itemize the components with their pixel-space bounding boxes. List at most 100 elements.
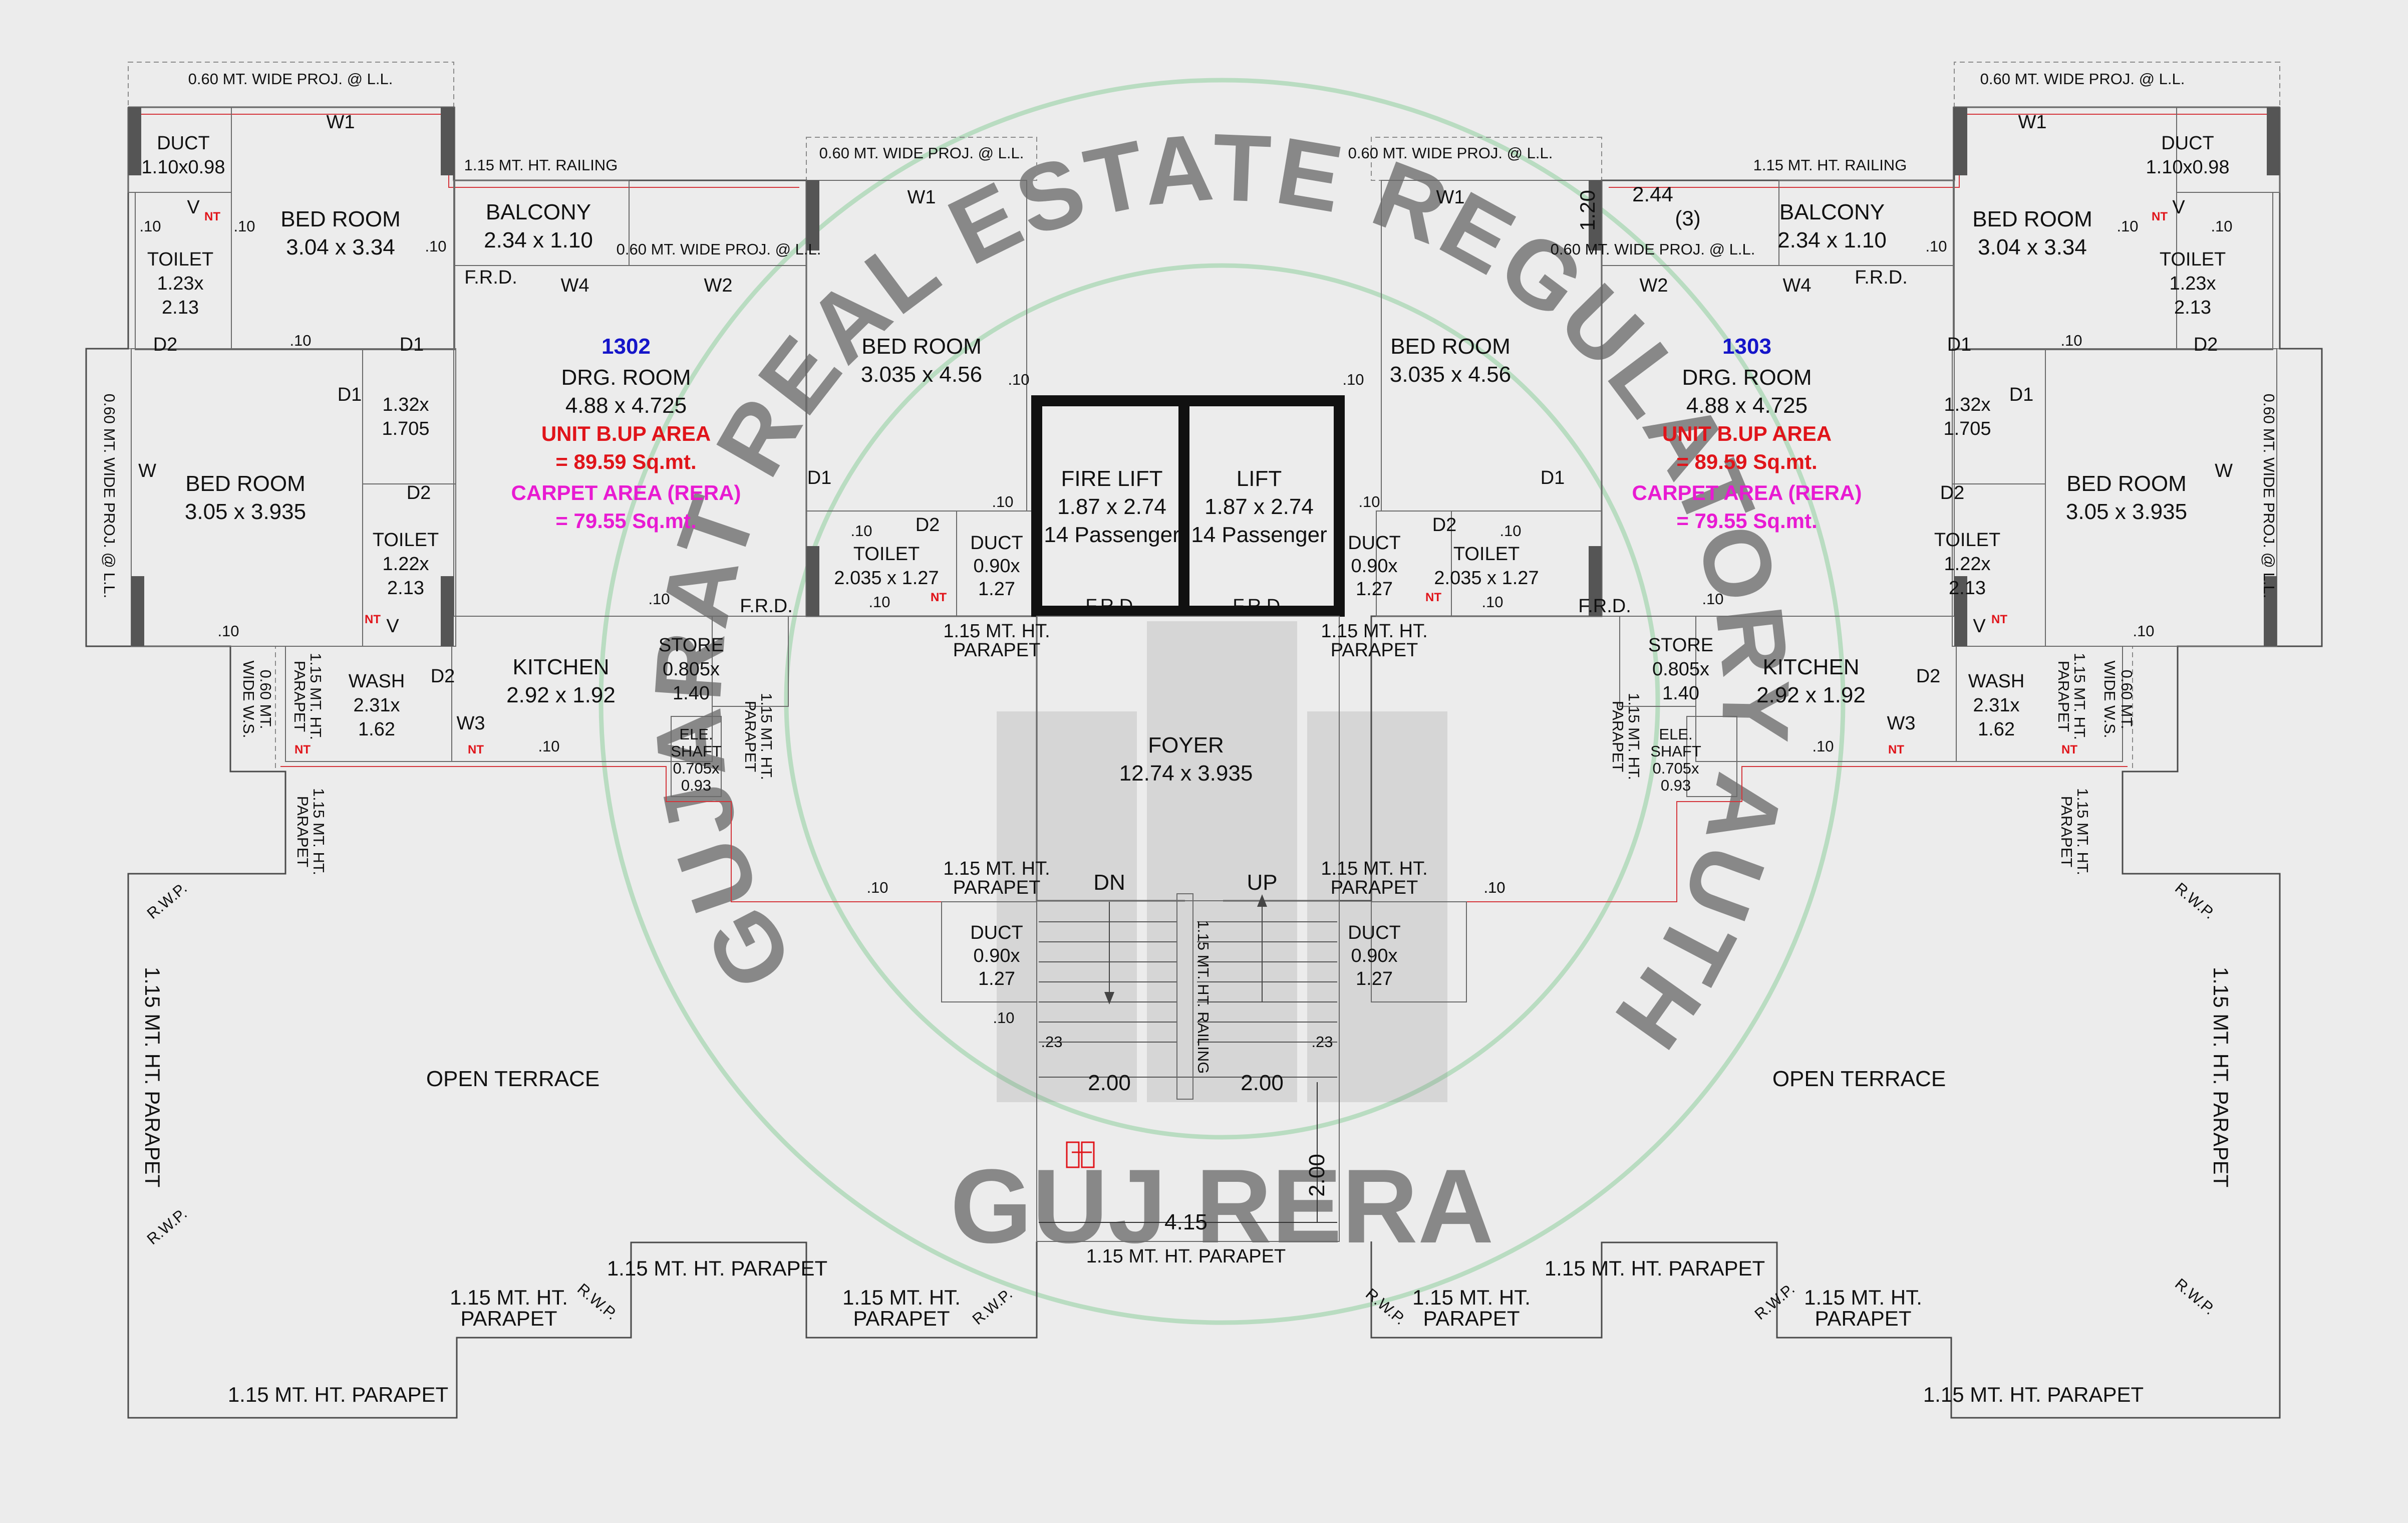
left-wash-size2: 1.62 xyxy=(358,719,395,740)
left-d1-c: D1 xyxy=(807,467,832,488)
right-w1: W1 xyxy=(2018,112,2047,133)
left-bed2-name: BED ROOM xyxy=(185,471,306,496)
right-open-terrace: OPEN TERRACE xyxy=(1772,1067,1946,1091)
core-parapet-ll-b: PARAPET xyxy=(953,877,1041,898)
left-t10-1: .10 xyxy=(139,217,161,235)
right-carpet-area-value: = 79.55 Sq.mt. xyxy=(1676,509,1817,533)
right-t10-4: .10 xyxy=(2060,332,2082,349)
right-proj-top: 0.60 MT. WIDE PROJ. @ L.L. xyxy=(1980,70,2185,88)
right-t10-3: .10 xyxy=(1925,237,1947,255)
left-ws-a: 0.60 MT. xyxy=(257,670,274,729)
left-toilet1-name: TOILET xyxy=(147,249,213,270)
left-passage-size2: 1.705 xyxy=(382,418,429,439)
right-w1-bed3: W1 xyxy=(1436,187,1465,208)
right-balcony-name: BALCONY xyxy=(1779,200,1885,224)
ele-size-r2: 0.93 xyxy=(1661,777,1691,794)
left-store-size2: 1.40 xyxy=(673,683,710,704)
right-proj-side: 0.60 MT. WIDE PROJ. @ L.L. xyxy=(2260,394,2278,599)
dim-200-left: 2.00 xyxy=(1088,1071,1131,1095)
core-parapet-lr-a: 1.15 MT. HT. xyxy=(1321,858,1427,879)
left-nt-2: NT xyxy=(365,613,381,626)
dim-200-vertical: 2.00 xyxy=(1305,1154,1329,1197)
left-t10-4: .10 xyxy=(289,332,311,349)
left-t10-5: .10 xyxy=(217,622,239,640)
left-w: W xyxy=(138,460,156,481)
right-bup-area-label: UNIT B.UP AREA xyxy=(1662,422,1832,445)
right-drg-room-size: 4.88 x 4.725 xyxy=(1686,393,1808,418)
left-duct2-name: DUCT xyxy=(970,533,1023,554)
right-t10-7: .10 xyxy=(1812,737,1834,755)
foyer-name: FOYER xyxy=(1148,733,1224,757)
left-kitchen-name: KITCHEN xyxy=(512,655,609,679)
right-parapet-mid: 1.15 MT. HT. PARAPET xyxy=(1545,1256,1765,1280)
ele-shaft-r2: SHAFT xyxy=(1650,742,1701,760)
left-t10-9: .10 xyxy=(850,522,872,540)
ele-size-2: 0.93 xyxy=(681,777,711,794)
right-parapet-step-a: 1.15 MT. HT. xyxy=(1804,1286,1922,1309)
right-duct2-size1: 0.90x xyxy=(1351,556,1398,577)
right-v-1: V xyxy=(2172,197,2185,218)
right-toilet2-size1: 1.22x xyxy=(1944,554,1991,575)
right-parapet-near-b: PARAPET xyxy=(1423,1307,1520,1330)
right-proj-balcony: 0.60 MT. WIDE PROJ. @ L.L. xyxy=(1551,240,1755,258)
right-w3: W3 xyxy=(1887,713,1916,734)
right-store-name: STORE xyxy=(1648,635,1713,656)
left-bed1-name: BED ROOM xyxy=(280,207,401,231)
core-parapet-ul-b: PARAPET xyxy=(953,640,1041,661)
right-nt-5: NT xyxy=(1425,591,1441,604)
right-wash-size2: 1.62 xyxy=(1978,719,2015,740)
right-kitchen-name: KITCHEN xyxy=(1762,655,1859,679)
right-nt-1: NT xyxy=(2152,210,2168,223)
dim-200-right: 2.00 xyxy=(1241,1071,1284,1095)
left-t10-10: .10 xyxy=(868,593,890,611)
left-t10-3: .10 xyxy=(425,237,446,255)
left-bed1-size: 3.04 x 3.34 xyxy=(286,235,395,260)
right-bed1-size: 3.04 x 3.34 xyxy=(1978,235,2087,260)
stair-railing-label: 1.15 MT. HT. RAILING xyxy=(1194,920,1212,1074)
left-parapet-store-a: 1.15 MT. HT. xyxy=(758,693,775,780)
watermark-outer-ring xyxy=(598,78,1846,1325)
left-w4: W4 xyxy=(561,275,589,296)
left-bup-area-value: = 89.59 Sq.mt. xyxy=(555,450,696,473)
stair-duct-left-size1: 0.90x xyxy=(974,945,1020,966)
right-parapet-wash-b: PARAPET xyxy=(2055,661,2072,732)
core-labels: FIRE LIFT 1.87 x 2.74 14 Passenger LIFT … xyxy=(671,466,1701,1267)
left-parapet-wash-b: PARAPET xyxy=(291,661,309,732)
left-parapet-wash-a: 1.15 MT. HT. xyxy=(307,653,325,740)
left-carpet-area-label: CARPET AREA (RERA) xyxy=(511,481,741,504)
stair-duct-right-name: DUCT xyxy=(1348,922,1401,943)
left-v-1: V xyxy=(187,197,200,218)
lift-frd-2: F.R.D. xyxy=(1233,596,1286,617)
left-toilet1-size1: 1.23x xyxy=(157,273,204,294)
left-store-name: STORE xyxy=(659,635,724,656)
right-duct1-name: DUCT xyxy=(2161,133,2214,154)
right-parapet-store-b: PARAPET xyxy=(1609,701,1627,772)
left-nt-3: NT xyxy=(294,743,311,756)
right-ws-b: WIDE W.S. xyxy=(2101,661,2119,738)
left-open-terrace: OPEN TERRACE xyxy=(426,1067,599,1091)
right-t10-8: .10 xyxy=(1342,371,1364,388)
left-v-2: V xyxy=(386,616,399,637)
left-wash-size1: 2.31x xyxy=(354,695,400,716)
left-rwp-4: R.W.P. xyxy=(969,1285,1016,1328)
left-balcony-name: BALCONY xyxy=(486,200,591,224)
right-unit-labels: 1303 DRG. ROOM 4.88 x 4.725 UNIT B.UP AR… xyxy=(1342,70,2278,1406)
right-t10-10: .10 xyxy=(1481,593,1503,611)
right-parapet-side-a: 1.15 MT. HT. xyxy=(2074,788,2091,875)
left-parapet-near-b: PARAPET xyxy=(853,1307,950,1330)
right-w4: W4 xyxy=(1783,275,1812,296)
right-t10-6: .10 xyxy=(1702,590,1723,608)
core-parapet-ul-a: 1.15 MT. HT. xyxy=(943,621,1050,642)
left-unit-number: 1302 xyxy=(601,334,651,359)
fire-lift-capacity: 14 Passenger xyxy=(1044,523,1180,547)
right-rwp-2: R.W.P. xyxy=(2172,1275,2218,1318)
right-railing-balcony: 1.15 MT. HT. RAILING xyxy=(1753,156,1907,174)
right-unit-walls xyxy=(1223,62,2323,1419)
left-parapet-step-a: 1.15 MT. HT. xyxy=(450,1286,568,1309)
left-kitchen-size: 2.92 x 1.92 xyxy=(506,683,616,707)
left-parapet-step-b: PARAPET xyxy=(461,1307,557,1330)
right-t10-1: .10 xyxy=(2211,217,2232,235)
stair-up: UP xyxy=(1247,870,1277,895)
right-t10-11: .10 xyxy=(1358,493,1380,511)
right-passage-size1: 1.32x xyxy=(1944,394,1991,415)
